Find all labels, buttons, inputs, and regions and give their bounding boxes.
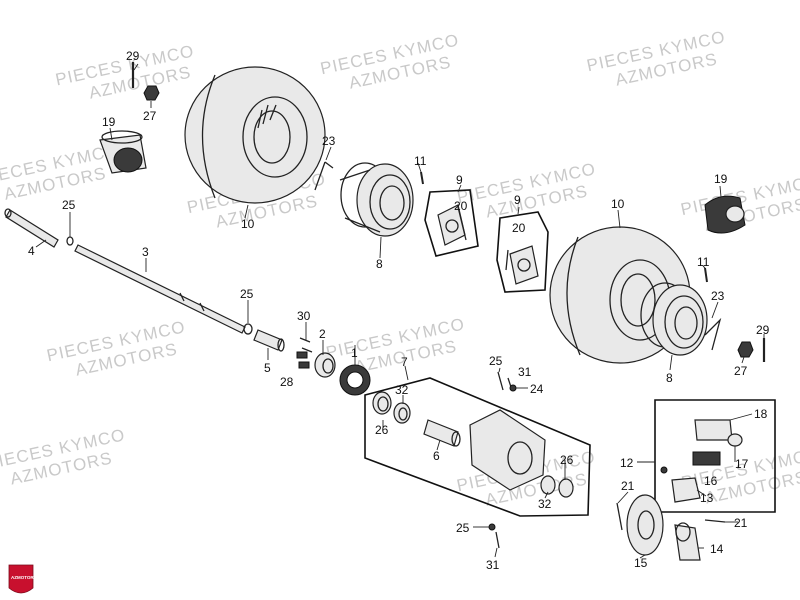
callout-label: 12 [620,456,634,470]
callout-label: 27 [734,364,748,378]
callout-label: 25 [489,354,503,368]
washer-25-mid[interactable] [243,323,253,335]
disc-hub-14[interactable] [674,522,701,561]
logo-text: AZMOTORS [11,575,37,580]
valve-23-right[interactable] [704,317,722,351]
callout-label: 24 [530,382,544,396]
nut-27-left[interactable] [143,85,160,101]
callout-label: 26 [560,453,574,467]
tire-left[interactable] [184,66,326,204]
callout-label: 25 [62,198,76,212]
axle-tube-4[interactable] [4,208,59,248]
callout-label: 14 [710,542,724,556]
callout-label: 20 [454,199,468,213]
callout-label: 26 [375,423,389,437]
callout-label: 19 [714,172,728,186]
brake-caliper-box-12[interactable] [654,399,776,513]
callout-label: 21 [621,479,635,493]
callout-label: 9 [456,173,463,187]
callout-label: 32 [395,383,409,397]
callout-label: 29 [756,323,770,337]
bolt-21-right[interactable] [704,519,726,523]
callout-label: 20 [512,221,526,235]
callout-label: 19 [102,115,116,129]
rim-right[interactable] [640,282,708,356]
callout-label: 1 [351,346,358,360]
bolt-30[interactable] [299,337,313,353]
callout-label: 6 [433,449,440,463]
callout-label: 5 [264,361,271,375]
callout-label: 10 [611,197,625,211]
hub-cap-left[interactable] [99,130,147,174]
callout-labels: 29 27 19 10 23 11 8 9 20 9 20 19 10 11 2… [28,49,770,572]
bolt-31-bottom[interactable] [488,523,500,549]
callout-label: 31 [518,365,532,379]
sprocket-hub-2[interactable] [314,352,336,378]
hub-cap-right[interactable] [704,195,746,234]
hub-box-left[interactable] [424,189,479,257]
callout-label: 2 [319,327,326,341]
valve-23-left[interactable] [314,161,334,191]
callout-label: 11 [414,154,427,168]
axle-shaft-3[interactable] [74,244,246,334]
callout-label: 13 [700,491,714,505]
callout-label: 25 [456,521,470,535]
callout-label: 11 [697,255,710,269]
azmotors-logo: AZMOTORS [8,564,37,594]
callout-label: 28 [280,375,294,389]
callout-label: 17 [735,457,749,471]
washer-25-left[interactable] [66,236,74,246]
nut-27-right[interactable] [737,341,754,358]
sprocket-1[interactable] [339,364,371,396]
callout-label: 8 [666,371,673,385]
callout-label: 4 [28,244,35,258]
callout-label: 16 [704,474,718,488]
callout-label: 32 [538,497,552,511]
callout-label: 23 [711,289,725,303]
valve-11-left[interactable] [420,171,424,185]
bolt-21-left[interactable] [616,502,623,531]
callout-label: 7 [401,355,408,369]
callout-label: 25 [240,287,254,301]
brake-disc-15[interactable] [626,494,664,556]
callout-label: 15 [634,556,648,570]
spacer-5[interactable] [253,329,285,352]
hub-box-right[interactable] [496,211,549,293]
callout-label: 9 [514,193,521,207]
nut-28[interactable] [296,351,310,369]
callout-label: 29 [126,49,140,63]
callout-label: 27 [143,109,157,123]
callout-label: 23 [322,134,336,148]
callout-label: 18 [754,407,768,421]
leader-lines [35,63,765,559]
callout-label: 10 [241,217,255,231]
callout-label: 21 [734,516,748,530]
rim-left[interactable] [339,162,414,237]
bearing-carrier-box-7[interactable] [364,377,591,517]
callout-label: 31 [486,558,500,572]
valve-11-right[interactable] [704,267,708,283]
callout-label: 30 [297,309,311,323]
callout-label: 3 [142,245,149,259]
callout-label: 8 [376,257,383,271]
